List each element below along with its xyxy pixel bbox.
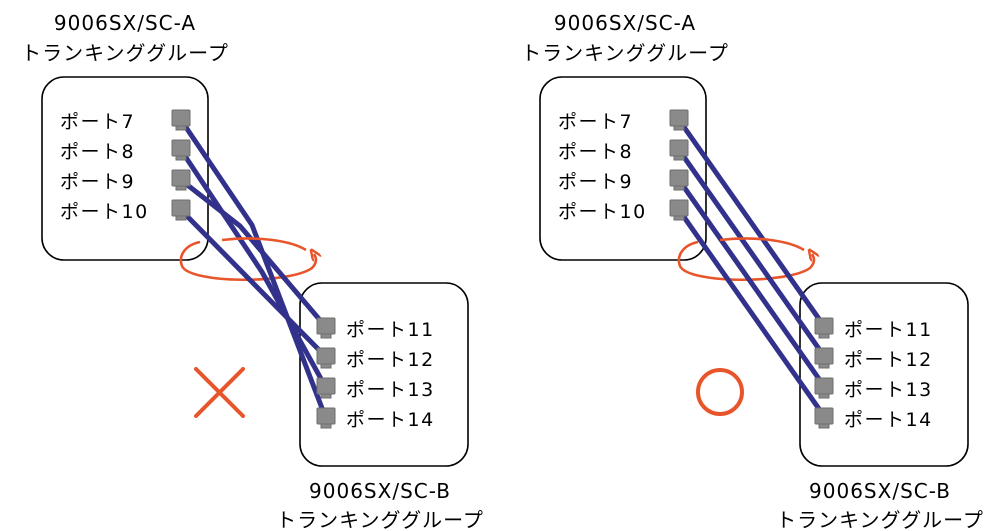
port-label: ポート13 bbox=[844, 379, 933, 401]
rotation-arrow-front bbox=[221, 237, 307, 252]
cable bbox=[178, 207, 328, 359]
group-a-title: トランキンググループ bbox=[21, 41, 229, 65]
panel-right: 9006SX/SC-A トランキンググループ ポート7 ポート8 ポート9 ポー… bbox=[521, 11, 984, 531]
cable bbox=[178, 117, 328, 419]
cable bbox=[676, 147, 827, 359]
switch-a-box bbox=[41, 76, 209, 261]
cable bbox=[178, 177, 328, 329]
port-label: ポート9 bbox=[558, 171, 633, 193]
cable-bundle-straight bbox=[676, 117, 827, 419]
port-label: ポート8 bbox=[60, 141, 135, 163]
panel-left: 9006SX/SC-A トランキンググループ ポート7 ポート8 ポート9 ポー… bbox=[21, 11, 484, 531]
group-a-model: 9006SX/SC-A bbox=[54, 11, 196, 35]
port-label: ポート10 bbox=[558, 201, 647, 223]
switch-a-box bbox=[539, 76, 707, 261]
cable bbox=[676, 207, 827, 419]
port-label: ポート13 bbox=[346, 379, 435, 401]
port-label: ポート14 bbox=[346, 409, 435, 431]
port-label: ポート8 bbox=[558, 141, 633, 163]
rotation-arrow-icon bbox=[677, 240, 814, 282]
rotation-arrow-front bbox=[719, 237, 805, 252]
group-b-title: トランキンググループ bbox=[776, 508, 984, 531]
port-label: ポート7 bbox=[60, 111, 135, 133]
group-b-model: 9006SX/SC-B bbox=[809, 479, 951, 503]
cable bbox=[676, 117, 827, 329]
group-b-model: 9006SX/SC-B bbox=[309, 479, 451, 503]
circle-mark-icon bbox=[696, 368, 744, 416]
group-a-title: トランキンググループ bbox=[521, 41, 729, 65]
cross-mark-icon bbox=[194, 367, 245, 418]
switch-b-box bbox=[299, 282, 469, 467]
cable bbox=[178, 147, 328, 389]
port-label: ポート11 bbox=[346, 319, 435, 341]
switch-b-box bbox=[799, 282, 969, 467]
cable-bundle-crossed bbox=[178, 117, 328, 419]
group-b-title: トランキンググループ bbox=[276, 508, 484, 531]
rotation-arrow-icon bbox=[179, 240, 316, 282]
port-label: ポート7 bbox=[558, 111, 633, 133]
port-label: ポート9 bbox=[60, 171, 135, 193]
port-label: ポート11 bbox=[844, 319, 933, 341]
port-label: ポート12 bbox=[844, 349, 933, 371]
port-label: ポート14 bbox=[844, 409, 933, 431]
port-label: ポート10 bbox=[60, 201, 149, 223]
port-label: ポート12 bbox=[346, 349, 435, 371]
group-a-model: 9006SX/SC-A bbox=[554, 11, 696, 35]
cable bbox=[676, 177, 827, 389]
